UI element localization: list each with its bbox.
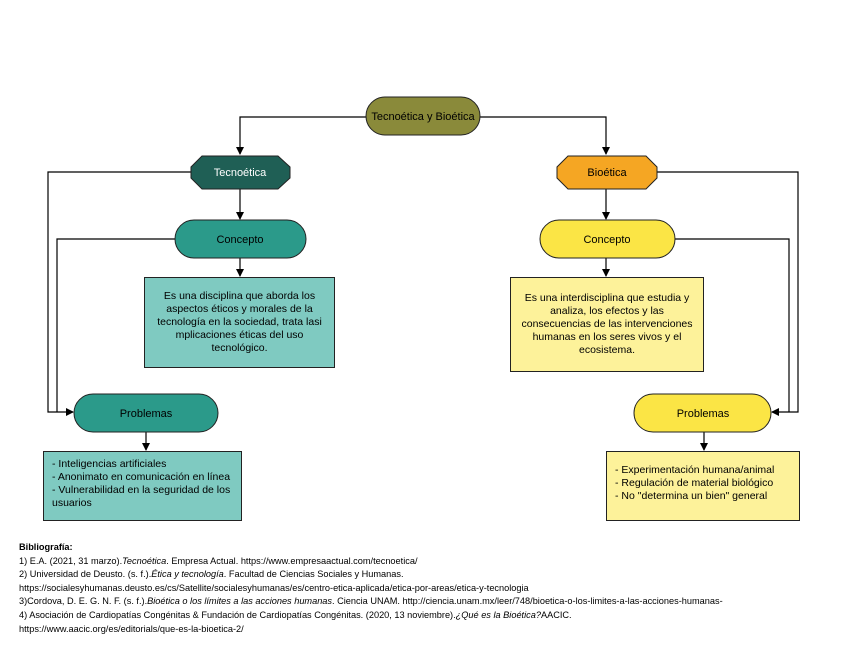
concept-map: Tecnoética y Bioética Tecnoética Concept…	[47, 96, 799, 451]
reference-title: ¿Qué es la Bioética?	[455, 609, 541, 620]
right-problems-node-shape	[633, 393, 772, 433]
tecnoetica-node: Tecnoética	[190, 155, 291, 190]
reference-text: 4) Asociación de Cardiopatías Congénitas…	[19, 609, 456, 620]
root-node-shape	[365, 96, 481, 136]
left-concept-node: Concepto	[174, 219, 307, 259]
reference-1: 1) E.A. (2021, 31 marzo).Tecnoética. Emp…	[19, 555, 839, 569]
right-concept-node: Concepto	[539, 219, 676, 259]
root-node: Tecnoética y Bioética	[365, 96, 481, 136]
right-problems-node: Problemas	[633, 393, 772, 433]
reference-title: Ética y tecnología	[151, 569, 224, 580]
left-concept-node-shape	[174, 219, 307, 259]
left-problems-node: Problemas	[73, 393, 219, 433]
bioetica-node-shape	[556, 155, 658, 190]
bioetica-node: Bioética	[556, 155, 658, 190]
reference-text: AACIC.	[540, 609, 572, 620]
bioetica-node-label: Bioética	[587, 167, 627, 179]
reference-3: 3)Cordova, D. E. G. N. F. (s. f.).Bioéti…	[19, 595, 839, 609]
reference-text: . Empresa Actual. https://www.empresaact…	[166, 555, 418, 566]
reference-4-url: https://www.aacic.org/es/editorials/que-…	[19, 623, 244, 634]
tecnoetica-node-label: Tecnoética	[214, 167, 267, 179]
reference-title: Bioética o los límites a las acciones hu…	[147, 596, 333, 607]
left-problems-node-shape	[73, 393, 219, 433]
right-problems-list: - Experimentación humana/animal - Regula…	[606, 451, 800, 521]
reference-title: Tecnoética	[122, 555, 167, 566]
list-item: - Anonimato en comunicación en línea	[52, 471, 231, 483]
reference-text: . Ciencia UNAM. http://ciencia.unam.mx/l…	[332, 596, 723, 607]
reference-2: 2) Universidad de Deusto. (s. f.).Ética …	[19, 568, 839, 582]
right-concept-definition-text: Es una interdisciplina que estudia y ana…	[521, 292, 693, 356]
right-concept-node-label: Concepto	[583, 234, 630, 246]
list-item: usuarios	[52, 497, 92, 509]
list-item: - Inteligencias artificiales	[52, 458, 167, 470]
reference-text: 2) Universidad de Deusto. (s. f.).	[19, 569, 152, 580]
right-problems-node-label: Problemas	[677, 408, 730, 420]
reference-text: 1) E.A. (2021, 31 marzo).	[19, 555, 123, 566]
bibliography-heading: Bibliografía:	[19, 542, 73, 552]
list-item: - Vulnerabilidad en la seguridad de los	[52, 484, 231, 496]
tecnoetica-node-shape	[190, 155, 291, 190]
bibliography: Bibliografía: 1) E.A. (2021, 31 marzo).T…	[19, 541, 839, 636]
list-item: - Experimentación humana/animal	[615, 464, 775, 476]
root-node-label: Tecnoética y Bioética	[371, 111, 475, 123]
left-problems-list: - Inteligencias artificiales - Anonimato…	[43, 451, 242, 521]
reference-text: 3)Cordova, D. E. G. N. F. (s. f.).	[19, 596, 148, 607]
reference-text: . Facultad de Ciencias Sociales y Humana…	[223, 569, 404, 580]
reference-2-url: https://socialesyhumanas.deusto.es/cs/Sa…	[19, 582, 529, 593]
connectors	[47, 116, 799, 451]
right-concept-node-shape	[539, 219, 676, 259]
left-concept-definition: Es una disciplina que aborda los aspecto…	[144, 277, 335, 368]
left-concept-definition-text: Es una disciplina que aborda los aspecto…	[157, 290, 322, 354]
list-item: - No "determina un bien" general	[615, 490, 768, 502]
reference-4: 4) Asociación de Cardiopatías Congénitas…	[19, 609, 839, 623]
left-problems-node-label: Problemas	[120, 408, 173, 420]
right-concept-definition: Es una interdisciplina que estudia y ana…	[510, 277, 704, 372]
list-item: - Regulación de material biológico	[615, 477, 774, 489]
left-concept-node-label: Concepto	[216, 234, 263, 246]
